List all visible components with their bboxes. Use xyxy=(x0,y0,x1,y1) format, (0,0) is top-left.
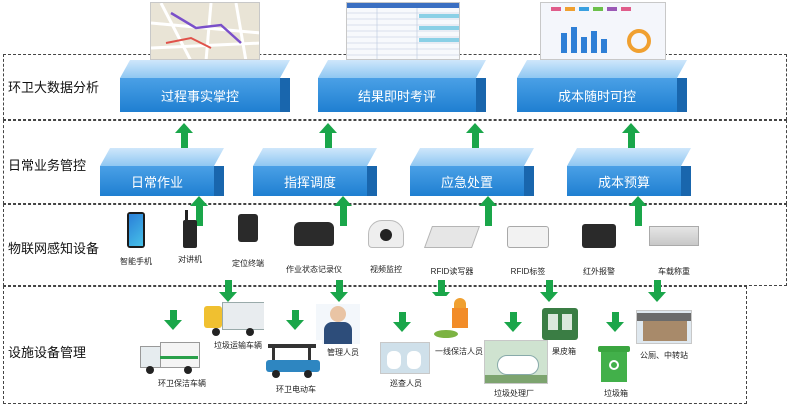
arrow-down-icon xyxy=(164,310,182,330)
device-label: RFID标签 xyxy=(510,267,546,276)
block-dispatch: 指挥调度 xyxy=(253,148,377,196)
arrow-down-icon xyxy=(606,312,624,332)
block-emergency: 应急处置 xyxy=(410,148,534,196)
layer-label-big-data: 环卫大数据分析 xyxy=(8,80,100,95)
block-result-evaluation: 结果即时考评 xyxy=(318,60,486,112)
status-recorder-icon xyxy=(294,222,334,246)
treatment-plant-image xyxy=(484,340,548,384)
device-rfid-reader: RFID读写器 xyxy=(423,226,481,276)
device-label: 车载称重 xyxy=(658,267,690,276)
garbage-bin-image xyxy=(598,346,630,384)
layer-business xyxy=(3,120,787,204)
device-label: 红外报警 xyxy=(583,267,615,276)
facility-label: 环卫电动车 xyxy=(276,385,316,394)
rfid-tag-icon xyxy=(507,226,549,248)
block-result-evaluation-label: 结果即时考评 xyxy=(318,78,476,112)
arrow-up-icon xyxy=(175,123,193,151)
arrow-up-icon xyxy=(629,196,647,226)
block-daily-work-label: 日常作业 xyxy=(100,166,214,196)
device-label: 智能手机 xyxy=(120,257,152,266)
layer-label-business: 日常业务管控 xyxy=(8,158,87,173)
toilet-station-image xyxy=(636,310,692,344)
map-screenshot-image xyxy=(150,2,260,60)
device-status-recorder: 作业状态记录仪 xyxy=(284,222,344,274)
rfid-reader-icon xyxy=(423,226,481,248)
arrow-down-icon xyxy=(504,312,522,332)
cleaner-image xyxy=(434,296,484,340)
facility-label: 垃圾处理厂 xyxy=(494,389,534,398)
arrow-up-icon xyxy=(334,196,352,226)
vehicle-scale-icon xyxy=(649,226,699,246)
walkie-talkie-icon xyxy=(183,210,197,248)
sweeper-truck-image xyxy=(140,340,200,374)
device-walkie-talkie: 对讲机 xyxy=(170,210,210,264)
device-label: RFID读写器 xyxy=(430,267,474,276)
facility-label: 环卫保洁车辆 xyxy=(158,379,206,388)
block-dispatch-label: 指挥调度 xyxy=(253,166,367,196)
arrow-up-icon xyxy=(622,123,640,151)
arrow-down-icon xyxy=(540,280,558,302)
device-smartphone: 智能手机 xyxy=(116,212,156,266)
arrow-up-icon xyxy=(319,123,337,151)
video-camera-icon xyxy=(368,220,404,248)
block-process-control: 过程事实掌控 xyxy=(120,60,290,112)
device-label: 对讲机 xyxy=(178,255,202,264)
layer-iot xyxy=(3,204,787,286)
arrow-up-icon xyxy=(466,123,484,151)
gps-terminal-icon xyxy=(238,214,258,242)
layer-facility xyxy=(3,286,747,404)
block-process-control-label: 过程事实掌控 xyxy=(120,78,280,112)
arrow-down-icon xyxy=(393,312,411,332)
layer-label-facility: 设施设备管理 xyxy=(8,345,87,360)
device-video-camera: 视频监控 xyxy=(362,220,410,274)
facility-label: 垃圾箱 xyxy=(604,389,628,398)
arrow-up-icon xyxy=(479,196,497,226)
fruit-bin-image xyxy=(540,304,580,342)
block-cost-control: 成本随时可控 xyxy=(517,60,687,112)
device-label: 视频监控 xyxy=(370,265,402,274)
arrow-up-icon xyxy=(190,196,208,226)
smartphone-icon xyxy=(127,212,145,248)
block-emergency-label: 应急处置 xyxy=(410,166,524,196)
electric-vehicle-image xyxy=(264,340,322,378)
layer-label-iot: 物联网感知设备 xyxy=(8,241,100,256)
block-budget-label: 成本预算 xyxy=(567,166,681,196)
device-rfid-tag: RFID标签 xyxy=(502,226,554,276)
garbage-truck-image xyxy=(204,302,264,336)
patrol-image xyxy=(380,342,430,374)
infrared-alarm-icon xyxy=(582,224,616,248)
facility-label: 垃圾运输车辆 xyxy=(214,341,262,350)
facility-label: 果皮箱 xyxy=(552,347,576,356)
facility-label: 一线保洁人员 xyxy=(435,347,483,356)
device-gps-terminal: 定位终端 xyxy=(226,214,270,268)
manager-image xyxy=(316,304,360,344)
arrow-down-icon xyxy=(219,280,237,302)
facility-label: 公厕、中转站 xyxy=(640,351,688,360)
dashboard-screenshot-image xyxy=(540,2,666,60)
device-label: 作业状态记录仪 xyxy=(286,265,342,274)
arrow-down-icon xyxy=(286,310,304,330)
block-cost-control-label: 成本随时可控 xyxy=(517,78,677,112)
block-budget: 成本预算 xyxy=(567,148,691,196)
arrow-down-icon xyxy=(330,280,348,302)
table-screenshot-image xyxy=(346,2,460,60)
device-label: 定位终端 xyxy=(232,259,264,268)
facility-label: 管理人员 xyxy=(327,348,359,357)
facility-label: 巡查人员 xyxy=(390,379,422,388)
device-vehicle-scale: 车载称重 xyxy=(644,226,704,276)
arrow-down-icon xyxy=(648,280,666,302)
block-daily-work: 日常作业 xyxy=(100,148,224,196)
device-infrared-alarm: 红外报警 xyxy=(574,224,624,276)
